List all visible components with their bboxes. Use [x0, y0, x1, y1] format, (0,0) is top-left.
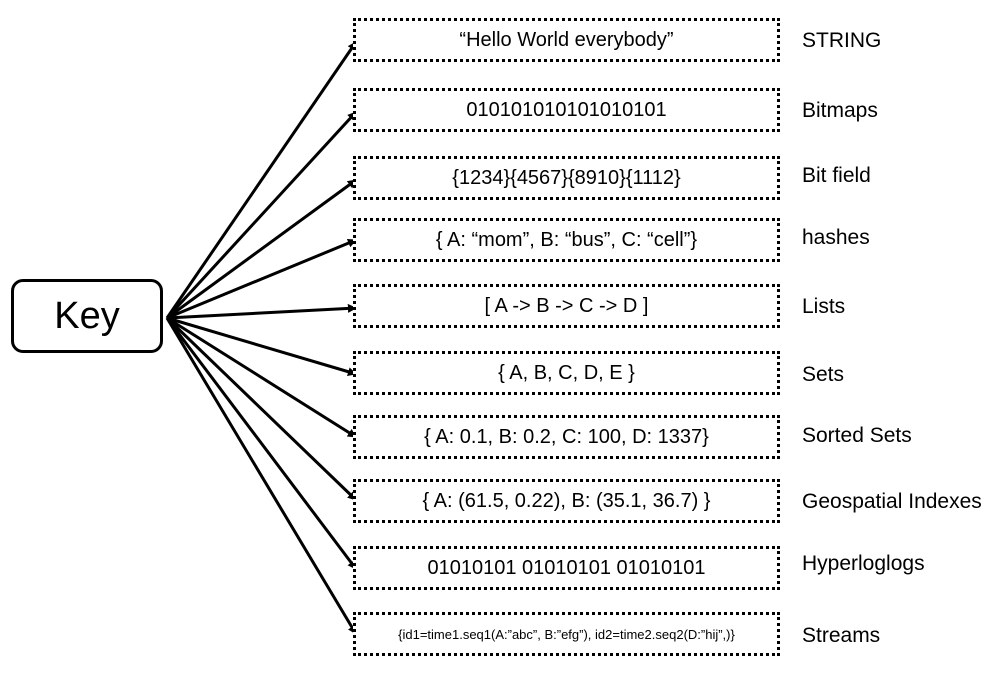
arrow-hashes — [166, 238, 357, 320]
streams-type-label: Streams — [802, 624, 881, 647]
sets-value-box: { A, B, C, D, E } — [353, 351, 780, 395]
bit-field-value-box: {1234}{4567}{8910}{1112} — [353, 156, 780, 200]
sorted-sets-type-label: Sorted Sets — [802, 424, 912, 447]
bit-field-type-label: Bit field — [802, 164, 871, 187]
bitmaps-value-box: 010101010101010101 — [353, 88, 780, 132]
lists-value-box: [ A -> B -> C -> D ] — [353, 284, 780, 328]
hyperloglogs-type-label: Hyperloglogs — [802, 552, 925, 575]
streams-value-box: {id1=time1.seq1(A:”abc”, B:”efg”), id2=t… — [353, 612, 780, 656]
arrow-lists — [166, 303, 357, 320]
arrow-sets — [166, 316, 357, 377]
hashes-type-label: hashes — [802, 226, 870, 249]
arrow-bit-field — [166, 178, 357, 320]
key-node: Key — [11, 279, 163, 353]
hashes-value-box: { A: “mom”, B: “bus”, C: “cell”} — [353, 218, 780, 262]
arrow-geospatial-indexes — [165, 316, 358, 502]
arrow-streams — [165, 317, 358, 635]
hyperloglogs-value-box: 01010101 01010101 01010101 — [353, 546, 780, 590]
arrow-sorted-sets — [166, 316, 357, 439]
key-label: Key — [54, 294, 120, 337]
sorted-sets-value-box: { A: 0.1, B: 0.2, C: 100, D: 1337} — [353, 415, 780, 459]
geospatial-indexes-value-box: { A: (61.5, 0.22), B: (35.1, 36.7) } — [353, 479, 780, 523]
sets-type-label: Sets — [802, 363, 845, 386]
string-value-box: “Hello World everybody” — [353, 18, 780, 62]
arrow-bitmaps — [165, 110, 358, 320]
bitmaps-type-label: Bitmaps — [802, 99, 878, 122]
string-type-label: STRING — [802, 29, 882, 52]
lists-type-label: Lists — [802, 295, 846, 318]
geospatial-indexes-type-label: Geospatial Indexes — [802, 490, 982, 513]
arrow-string — [165, 41, 358, 319]
arrow-hyperloglogs — [165, 317, 358, 570]
